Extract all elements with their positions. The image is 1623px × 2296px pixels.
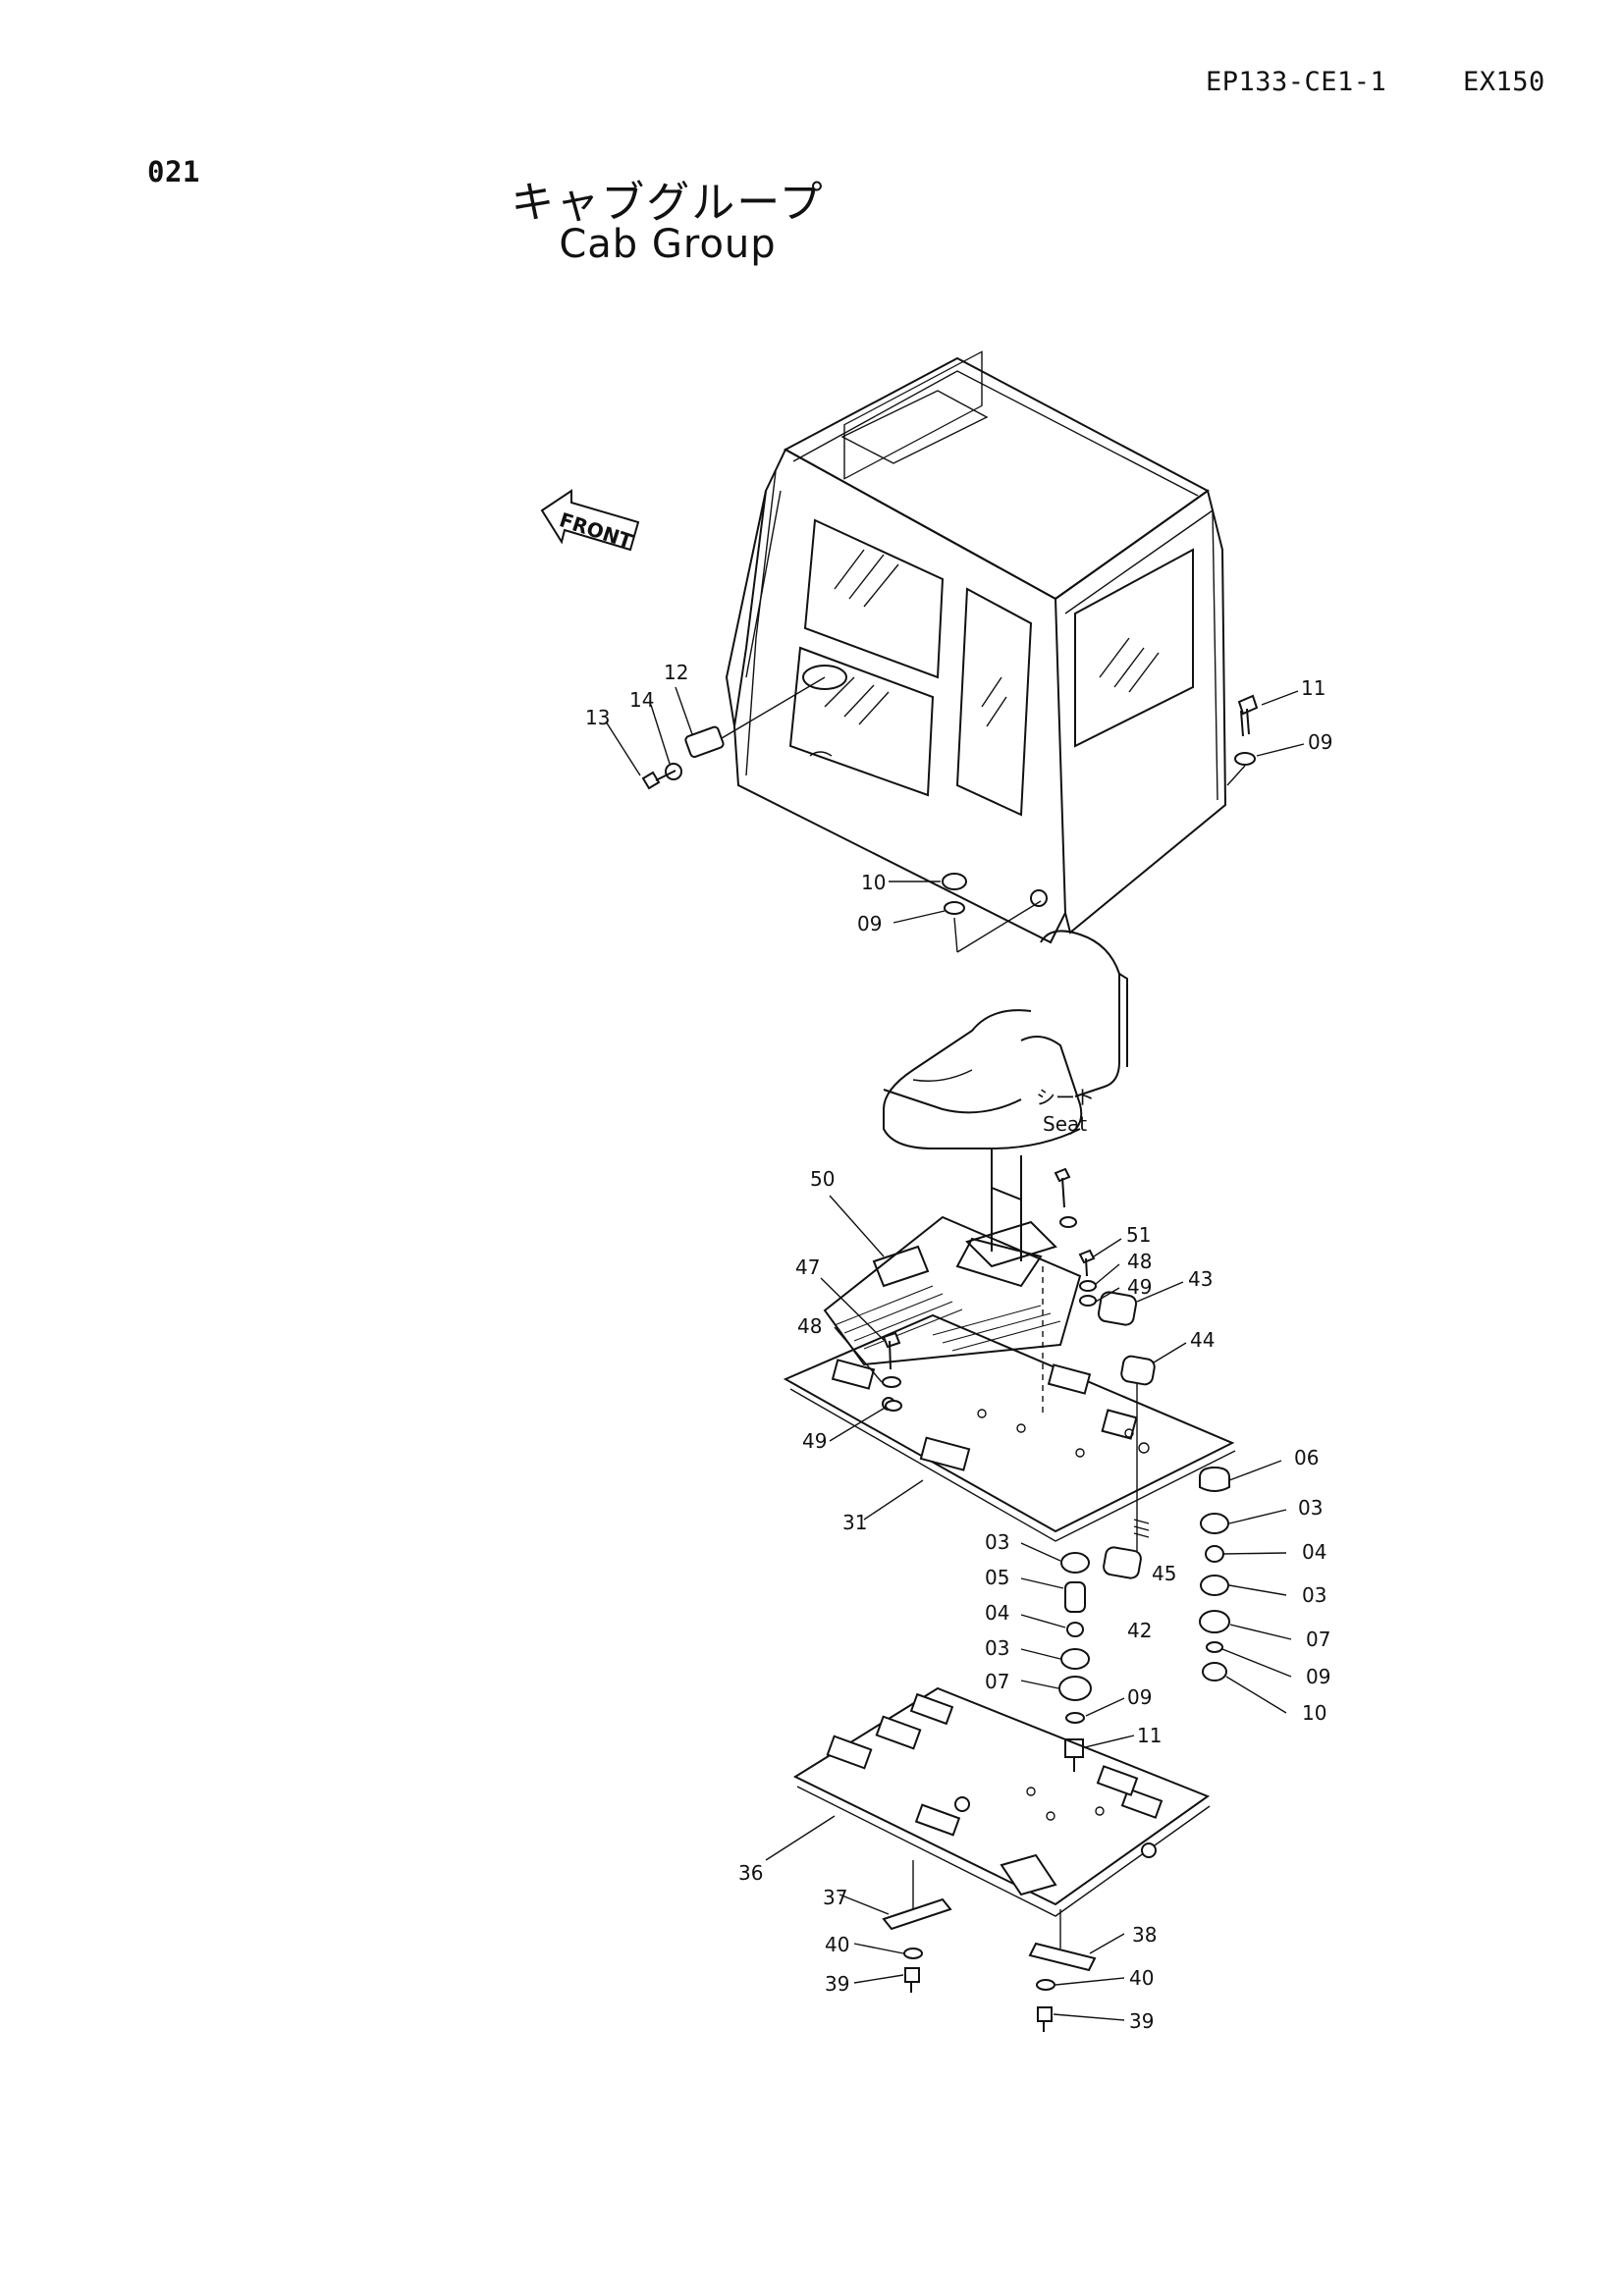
callout-labels: 11 09 12 14 13 10 09 50 51 47 48 48 49 4… <box>585 661 1332 2033</box>
title-english: Cab Group <box>559 222 777 267</box>
callout-45: 45 <box>1152 1562 1176 1585</box>
callout-03: 03 <box>1298 1496 1323 1520</box>
callout-51: 51 <box>1126 1223 1151 1247</box>
page-number: 021 <box>147 155 200 188</box>
callout-50: 50 <box>810 1167 835 1191</box>
callout-07: 07 <box>985 1670 1009 1693</box>
callout-39: 39 <box>825 1972 849 1996</box>
front-arrow-icon: FRONT <box>540 489 640 554</box>
leader-lines <box>605 686 1305 2021</box>
callout-31: 31 <box>842 1511 867 1534</box>
cab-bolt-washer <box>942 694 1259 953</box>
front-arrow-label: FRONT <box>557 507 635 554</box>
callout-37: 37 <box>823 1886 847 1909</box>
callout-10: 10 <box>1302 1701 1326 1725</box>
seat-label-english: Seat <box>1043 1112 1087 1136</box>
callout-38: 38 <box>1132 1923 1157 1947</box>
center-mount-stack <box>1058 1552 1092 1772</box>
callout-11: 11 <box>1301 676 1325 700</box>
operator-seat: シート Seat <box>883 930 1128 1261</box>
callout-09: 09 <box>1308 730 1332 754</box>
callout-36: 36 <box>738 1861 763 1885</box>
callout-05: 05 <box>985 1566 1009 1589</box>
callout-03: 03 <box>1302 1583 1326 1607</box>
model-code: EX150 <box>1463 67 1545 97</box>
callout-09: 09 <box>1306 1665 1330 1688</box>
callout-43: 43 <box>1188 1267 1213 1291</box>
callout-04: 04 <box>985 1601 1009 1625</box>
document-code: EP133-CE1-1 <box>1206 67 1387 97</box>
callout-40: 40 <box>825 1933 849 1956</box>
callout-48: 48 <box>797 1314 822 1338</box>
callout-13: 13 <box>585 706 610 729</box>
callout-14: 14 <box>629 688 654 712</box>
title-japanese: キャブグループ <box>511 178 825 228</box>
callout-12: 12 <box>664 661 688 684</box>
bottom-brackets <box>882 1860 1097 2032</box>
callout-48: 48 <box>1127 1250 1152 1273</box>
callout-09: 09 <box>1127 1685 1152 1709</box>
callout-04: 04 <box>1302 1540 1326 1564</box>
callout-10: 10 <box>861 871 886 894</box>
callout-03: 03 <box>985 1636 1009 1660</box>
callout-42: 42 <box>1127 1619 1152 1642</box>
callout-03: 03 <box>985 1530 1009 1554</box>
callout-39: 39 <box>1129 2009 1154 2033</box>
right-mount-stack <box>1199 1466 1230 1682</box>
callout-06: 06 <box>1294 1446 1319 1469</box>
seat-label-japanese: シート <box>1036 1086 1095 1109</box>
callout-11: 11 <box>1137 1724 1162 1747</box>
callout-07: 07 <box>1306 1628 1330 1651</box>
callout-47: 47 <box>795 1255 820 1279</box>
door-stopper-parts <box>641 676 826 790</box>
callout-09: 09 <box>857 912 882 935</box>
callout-40: 40 <box>1129 1966 1154 1990</box>
cab-assembly <box>725 350 1227 944</box>
base-plate <box>792 1686 1211 1917</box>
callout-49: 49 <box>802 1429 827 1453</box>
callout-44: 44 <box>1190 1328 1215 1352</box>
floor-plate-assembly <box>783 1215 1236 1579</box>
callout-49: 49 <box>1127 1275 1152 1299</box>
